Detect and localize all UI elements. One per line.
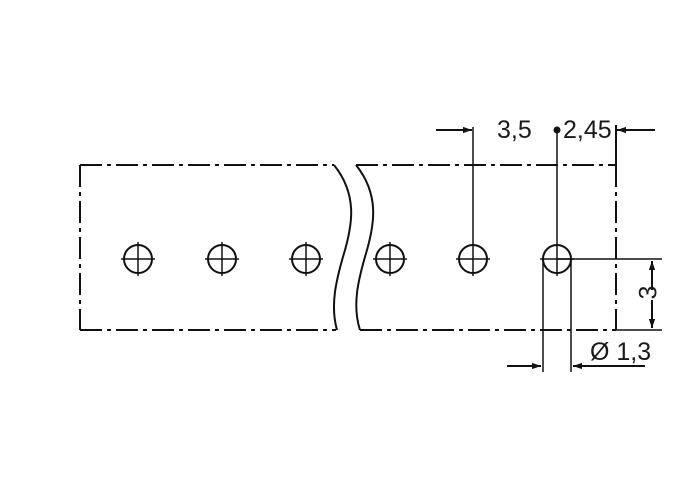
hole-5 — [456, 127, 490, 276]
hole-1 — [121, 242, 155, 276]
hole-diameter-label: Ø 1,3 — [590, 338, 652, 366]
hole-3 — [289, 242, 323, 276]
board-outline-left — [79, 164, 336, 331]
row-offset-label: 3 — [634, 285, 663, 300]
break-line-right — [355, 164, 375, 331]
break-line-left — [332, 164, 353, 331]
hole-4 — [373, 242, 407, 276]
hole-2 — [205, 242, 239, 276]
edge-offset-label: 2,45 — [563, 116, 612, 144]
board-outline-right — [356, 164, 617, 331]
hole-6 — [540, 127, 574, 276]
pitch-label: 3,5 — [497, 116, 532, 144]
